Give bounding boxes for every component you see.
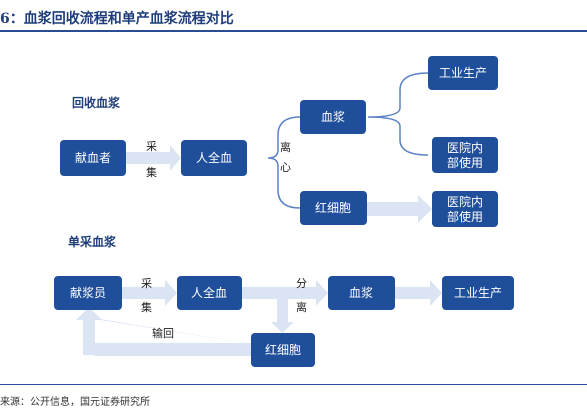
section-label-recovered-plasma: 回收血浆 <box>72 95 121 110</box>
node-label: 血浆 <box>321 109 345 124</box>
edge-label-collect-3: 采 <box>141 277 152 290</box>
node-label: 血浆 <box>349 285 373 300</box>
edge-label-separate-1: 分 <box>296 277 307 290</box>
edge-label-collect-4: 集 <box>141 300 152 314</box>
page-title: 6：血浆回收流程和单产血浆流程对比 <box>0 11 234 27</box>
edge-label-centrifuge-1: 离 <box>280 140 291 154</box>
arrow-donor-to-whole-blood <box>126 145 181 171</box>
arrow-red-cells-to-hospital <box>367 195 432 223</box>
node-label: 工业生产 <box>454 286 502 300</box>
footer-divider <box>0 384 587 385</box>
arrow-down-to-red-cells <box>271 299 294 333</box>
node-industrial-production-1: 工业生产 <box>428 56 498 90</box>
node-red-cells-2: 红细胞 <box>251 333 315 367</box>
edge-label-collect-2: 集 <box>146 165 157 179</box>
arrow-whole-blood-to-plasma <box>242 280 328 306</box>
node-label-line-2: 部使用 <box>447 155 483 170</box>
node-red-cells-1: 红细胞 <box>300 191 367 225</box>
node-label-line-1: 医院内 <box>447 195 483 209</box>
node-hospital-use-1: 医院内 部使用 <box>432 137 498 173</box>
edge-label-centrifuge-2: 心 <box>280 161 291 174</box>
node-label: 献浆员 <box>70 285 106 300</box>
node-label: 工业生产 <box>439 66 487 80</box>
edge-label-collect-1: 采 <box>146 140 157 153</box>
arrow-donor-to-whole-blood-2 <box>122 280 177 306</box>
node-industrial-production-2: 工业生产 <box>442 276 514 310</box>
brace-centrifuge <box>267 116 301 209</box>
node-label-line-2: 部使用 <box>447 209 483 224</box>
arrow-plasma-to-industrial <box>395 280 442 306</box>
node-label-line-1: 医院内 <box>447 141 483 155</box>
node-label: 人全血 <box>196 150 232 165</box>
brace-plasma-split <box>367 72 429 156</box>
node-label: 红细胞 <box>315 200 351 215</box>
node-label: 人全血 <box>191 285 227 300</box>
node-plasma-1: 血浆 <box>300 100 366 134</box>
node-whole-blood-1: 人全血 <box>181 140 247 176</box>
arrow-return-to-donor-body <box>76 307 251 355</box>
node-plasma-donor: 献浆员 <box>54 276 122 310</box>
node-blood-donor: 献血者 <box>60 140 126 176</box>
node-hospital-use-2: 医院内 部使用 <box>432 191 498 227</box>
node-whole-blood-2: 人全血 <box>177 276 242 310</box>
edge-label-separate-2: 离 <box>296 300 307 314</box>
node-plasma-2: 血浆 <box>328 276 395 310</box>
node-label: 红细胞 <box>265 342 301 357</box>
source-note: 来源：公开信息，国元证券研究所 <box>0 397 150 408</box>
header-divider <box>0 30 587 32</box>
node-label: 献血者 <box>75 150 111 165</box>
section-label-apheresis-plasma: 单采血浆 <box>68 234 117 249</box>
edge-label-return: 输回 <box>152 326 174 340</box>
